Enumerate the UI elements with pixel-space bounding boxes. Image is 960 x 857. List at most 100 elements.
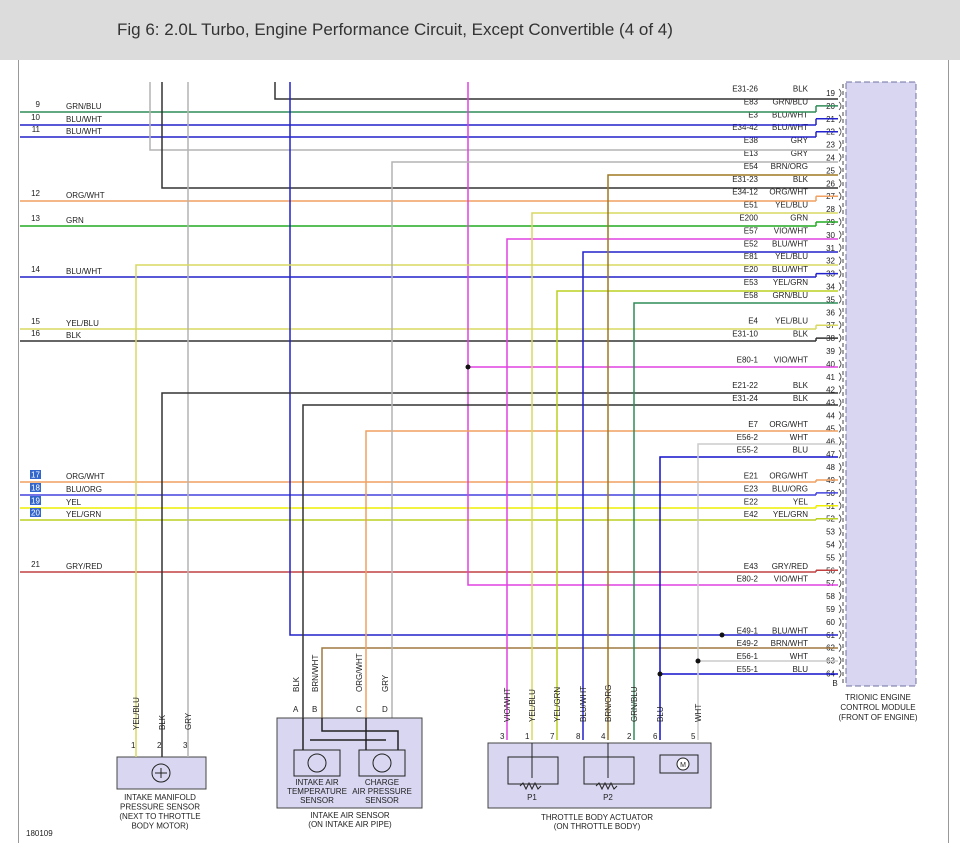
throttle-body-label: (ON THROTTLE BODY) [554, 822, 641, 831]
selected-number-highlight [30, 508, 41, 517]
charge-air-sensor-label: AIR PRESSURE [352, 787, 412, 796]
ias-pin: B [312, 705, 317, 714]
ecm-pin-number: 53 [826, 528, 835, 537]
ias-pin: C [356, 705, 362, 714]
ecm-pin-wire-color: YEL [793, 497, 809, 506]
ecm-pin-terminal [838, 153, 842, 162]
ecm-pin-number: 55 [826, 553, 835, 562]
intake-air-sensor-label: (ON INTAKE AIR PIPE) [308, 820, 392, 829]
ecm-pin-connector-id: E58 [744, 291, 759, 300]
harness-wire-color: GRY/RED [66, 562, 103, 571]
map-sensor-pin: 3 [183, 741, 188, 750]
ecm-pin-terminal [838, 179, 842, 188]
map-sensor-wire-label: GRY [184, 712, 193, 730]
ecm-module-label: CONTROL MODULE [840, 703, 915, 712]
motor-box [659, 754, 699, 774]
ecm-pin-terminal [838, 191, 842, 201]
routed-wire [467, 82, 838, 586]
ecm-pin-wire-color: VIO/WHT [774, 575, 808, 584]
ecm-pin-number: 40 [826, 360, 835, 369]
map-sensor-pin: 1 [131, 741, 136, 750]
ecm-pin-number: 35 [826, 295, 835, 304]
harness-wire-color: YEL [66, 498, 82, 507]
harness-wire-color: GRN/BLU [66, 102, 102, 111]
ecm-pin-connector-id: E13 [744, 149, 759, 158]
ecm-pin-wire-color: BLK [793, 85, 809, 94]
charge-air-sensor-label: CHARGE [365, 778, 399, 787]
ecm-pin-connector-id: E22 [744, 497, 759, 506]
intake-air-sensor-label: INTAKE AIR SENSOR [310, 811, 390, 820]
ias-pin: D [382, 705, 388, 714]
routed-wire [274, 82, 838, 100]
routed-wire [289, 82, 838, 636]
ecm-pin-wire-color: BLU/WHT [772, 239, 808, 248]
splice-dot [695, 658, 701, 664]
ecm-pin-terminal [838, 514, 842, 523]
map-sensor-wire-label: YEL/BLU [132, 697, 141, 730]
charge-air-sensor-label: SENSOR [365, 796, 399, 805]
pot-p2-label: P2 [603, 793, 613, 802]
map-sensor-wire-label: BLK [158, 714, 167, 730]
ecm-pin-connector-id: E4 [748, 317, 758, 326]
routed-wire [556, 290, 838, 740]
ecm-pin-terminal [838, 230, 842, 240]
ecm-pin-wire-color: BRN/WHT [771, 639, 808, 648]
harness-wire-number: 19 [31, 497, 40, 506]
ecm-pin-connector-id: E42 [744, 510, 759, 519]
ecm-pin-terminal [838, 295, 842, 304]
tba-wire-label: BLU [656, 706, 665, 722]
ecm-pin-connector-id: E55-1 [737, 665, 759, 674]
routed-wire [161, 82, 838, 189]
ecm-pin-terminal [838, 630, 842, 640]
ecm-pin-terminal [838, 346, 842, 356]
pot-p1-box [507, 756, 559, 785]
iat-sensor-symbol [307, 753, 327, 773]
pot-p2-box [583, 756, 635, 785]
ecm-pin-terminal [838, 424, 842, 433]
ecm-pin-connector-id: E34-12 [732, 188, 758, 197]
routed-wire [506, 238, 838, 740]
ecm-pin-terminal [838, 566, 842, 575]
ias-internal-lead [321, 718, 399, 750]
ecm-pin-terminal [838, 553, 842, 562]
map-sensor-symbol [151, 763, 171, 783]
ecm-pin-wire-color: GRN/BLU [772, 291, 808, 300]
ecm-pin-number: 44 [826, 412, 835, 421]
ecm-pin-connector-id: E49-1 [737, 626, 759, 635]
harness-wire-number: 11 [32, 125, 41, 134]
ecm-pin-terminal [838, 437, 842, 446]
ecm-pin-number: 25 [826, 166, 835, 175]
routed-wire [659, 456, 838, 740]
ecm-pin-terminal [838, 578, 842, 588]
pot-p1-label: P1 [527, 793, 537, 802]
ecm-pin-wire-color: BLK [793, 381, 809, 390]
routed-wire [531, 212, 838, 740]
routed-wire [633, 302, 838, 740]
ecm-pin-terminal [838, 140, 842, 149]
ecm-pin-wire-color: BLU [792, 446, 808, 455]
ecm-pin-terminal [838, 617, 842, 627]
harness-wire-number: 16 [31, 329, 40, 338]
ias-pin: A [293, 705, 299, 714]
ecm-pin-terminal [838, 604, 842, 614]
ecm-pin-wire-color: GRN/BLU [772, 97, 808, 106]
harness-wire-number: 12 [31, 189, 40, 198]
ecm-module-label: (FRONT OF ENGINE) [839, 713, 918, 722]
ecm-pin-connector-id: E31-23 [732, 175, 758, 184]
routed-wire [321, 647, 838, 718]
harness-wire-number: 9 [36, 100, 41, 109]
ecm-pin-wire-color: YEL/BLU [775, 201, 808, 210]
ecm-pin-terminal [838, 256, 842, 265]
ecm-pin-number: 59 [826, 605, 835, 614]
ecm-pin-connector-id: E57 [744, 226, 759, 235]
pot-p1-resistor [519, 781, 542, 791]
map-sensor-pin: 2 [157, 741, 162, 750]
iat-sensor-label: SENSOR [300, 796, 334, 805]
ecm-pin-number: 57 [826, 579, 835, 588]
ecm-pin-number: 60 [826, 618, 835, 627]
ecm-pin-terminal [838, 282, 842, 291]
tba-pin: 4 [601, 732, 606, 741]
charge-air-sensor-symbol [372, 753, 392, 773]
ecm-pin-connector-id: E54 [744, 162, 759, 171]
